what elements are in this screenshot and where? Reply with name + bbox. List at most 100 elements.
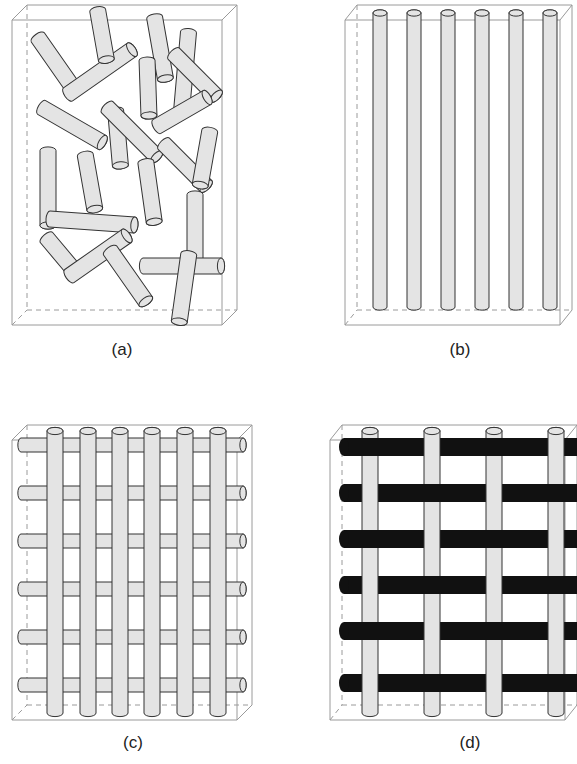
weft-over (360, 438, 380, 456)
fiber-end (177, 427, 193, 434)
weft-yarn (344, 622, 577, 640)
fiber (144, 427, 160, 716)
block-edge (330, 720, 565, 721)
fiber-body (80, 427, 96, 716)
fiber-body (441, 10, 455, 310)
fiber (424, 427, 440, 716)
fiber (548, 427, 564, 716)
weft-over (484, 530, 504, 548)
fiber-end (240, 486, 246, 500)
fiber-body (407, 10, 421, 310)
block-edge (237, 705, 252, 720)
fiber-end (543, 10, 557, 16)
weft-over (484, 622, 504, 640)
fiber-body (177, 427, 193, 716)
fiber-body (137, 158, 162, 227)
block-edge (12, 720, 237, 721)
block-edge (12, 20, 13, 325)
fiber-body (475, 10, 489, 310)
fiber-body (486, 427, 502, 716)
block-edge (345, 325, 560, 326)
fiber-end (192, 180, 209, 190)
fiber (89, 5, 115, 64)
block-edge (565, 705, 577, 720)
block-edge (12, 20, 222, 21)
panel-label: (d) (460, 733, 481, 752)
fiber (47, 427, 63, 716)
fiber (407, 10, 421, 310)
hidden-edge (27, 5, 28, 310)
fiber-end (240, 438, 246, 452)
fiber-body (543, 10, 557, 310)
fiber (112, 427, 128, 716)
fiber-body (89, 5, 115, 64)
fiber-body (192, 126, 219, 190)
weft-over (360, 530, 380, 548)
random-fiber-panel (12, 5, 237, 326)
fiber-end (144, 427, 160, 434)
weft-over (422, 674, 442, 692)
matrix-block (12, 425, 252, 720)
panel-label-holder: (b) (450, 340, 471, 360)
weft-yarn (344, 530, 577, 548)
weft-yarn-end (339, 530, 349, 548)
fiber-end (130, 217, 138, 233)
fiber-end (137, 294, 154, 309)
block-edge (345, 20, 346, 325)
weft-yarn-end (339, 438, 349, 456)
hidden-edge (12, 310, 27, 325)
panel-label-holder: (c) (123, 733, 143, 753)
fiber-end (475, 10, 489, 16)
fiber (99, 99, 165, 165)
weft-yarn (344, 576, 577, 594)
fiber-end (240, 534, 246, 548)
hidden-edge (330, 705, 342, 720)
weft-over (360, 622, 380, 640)
panel-label-holder: (a) (112, 340, 133, 360)
fiber (139, 57, 157, 120)
fiber (475, 10, 489, 310)
fiber-body (102, 243, 155, 309)
fiber (543, 10, 557, 310)
fiber-body (47, 427, 63, 716)
fiber-body (112, 427, 128, 716)
woven-fiber-panel (330, 425, 577, 720)
fiber-end (441, 10, 455, 16)
weft-yarn-end (339, 674, 349, 692)
fiber-end (373, 10, 387, 16)
hidden-edge (357, 5, 358, 310)
fiber-end (47, 427, 63, 434)
block-edge (345, 5, 357, 20)
fiber-end (157, 74, 174, 84)
fiber-body (548, 427, 564, 716)
fiber-body (144, 427, 160, 716)
block-edge (12, 440, 13, 720)
block-edge (560, 310, 572, 325)
hidden-edge (345, 310, 357, 325)
weft-yarn (344, 438, 577, 456)
fiber-body (139, 57, 157, 120)
fiber (80, 427, 96, 716)
fiber-body (35, 99, 110, 151)
weft-over (422, 484, 442, 502)
fiber (35, 99, 110, 151)
weft-over (546, 674, 566, 692)
fiber-end (171, 317, 188, 326)
fiber-end (240, 582, 246, 596)
panel-label: (b) (450, 340, 471, 359)
fiber-end (98, 55, 115, 65)
fiber-end (95, 134, 109, 151)
fiber (210, 427, 226, 716)
block-edge (237, 5, 238, 310)
fiber-body (509, 10, 523, 310)
hidden-edge (27, 425, 28, 705)
unidirectional-fiber-panel (345, 5, 572, 325)
matrix-block (12, 5, 237, 325)
hidden-edge (12, 705, 27, 720)
fiber (177, 427, 193, 716)
block-edge (12, 5, 27, 20)
fiber (486, 427, 502, 716)
weft-yarn-end (339, 622, 349, 640)
fiber-end (112, 161, 129, 170)
